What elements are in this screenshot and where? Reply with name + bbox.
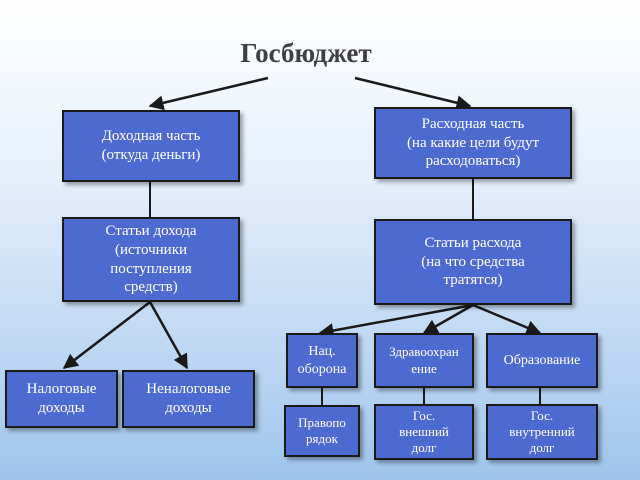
arrow-income-items-to-nontax xyxy=(148,301,189,370)
node-int-debt: Гос. внутренний долг xyxy=(486,404,598,460)
arrow-expense-items-to-defense xyxy=(318,303,474,338)
node-health: Здравоохран ение xyxy=(374,333,474,388)
node-expense-items: Статьи расхода (на что средства тратятся… xyxy=(374,219,572,305)
node-expense-label: Расходная часть (на какие цели будут рас… xyxy=(406,115,540,170)
diagram-title: Госбюджет xyxy=(240,38,372,68)
node-income-label: Доходная часть (откуда деньги) xyxy=(101,128,201,163)
node-income: Доходная часть (откуда деньги) xyxy=(62,110,240,182)
node-defense-label: Нац. оборона xyxy=(297,344,347,377)
arrow-expense-items-to-education xyxy=(472,303,542,335)
node-education-label: Образование xyxy=(503,352,581,368)
arrow-expense-items-to-health xyxy=(422,303,474,335)
node-nontax: Неналоговые доходы xyxy=(122,370,255,428)
node-nontax-label: Неналоговые доходы xyxy=(146,381,231,416)
node-int-debt-label: Гос. внутренний долг xyxy=(509,407,575,456)
node-ext-debt: Гос. внешний долг xyxy=(374,404,474,460)
node-income-items: Статьи дохода (источники поступления сре… xyxy=(62,217,240,302)
node-expense-items-label: Статьи расхода (на что средства тратятся… xyxy=(421,234,525,289)
arrow-income-items-to-tax xyxy=(62,301,151,369)
node-tax-label: Налоговые доходы xyxy=(26,381,97,416)
node-expense: Расходная часть (на какие цели будут рас… xyxy=(374,107,572,179)
node-law: Правопо рядок xyxy=(284,405,360,457)
arrow-root-to-income xyxy=(148,76,269,111)
node-tax: Налоговые доходы xyxy=(5,370,118,428)
node-ext-debt-label: Гос. внешний долг xyxy=(399,407,449,456)
node-health-label: Здравоохран ение xyxy=(389,344,459,376)
arrow-root-to-expense xyxy=(354,76,472,111)
node-education: Образование xyxy=(486,333,598,388)
node-law-label: Правопо рядок xyxy=(298,414,346,446)
node-income-items-label: Статьи дохода (источники поступления сре… xyxy=(105,223,197,296)
node-defense: Нац. оборона xyxy=(286,333,358,388)
